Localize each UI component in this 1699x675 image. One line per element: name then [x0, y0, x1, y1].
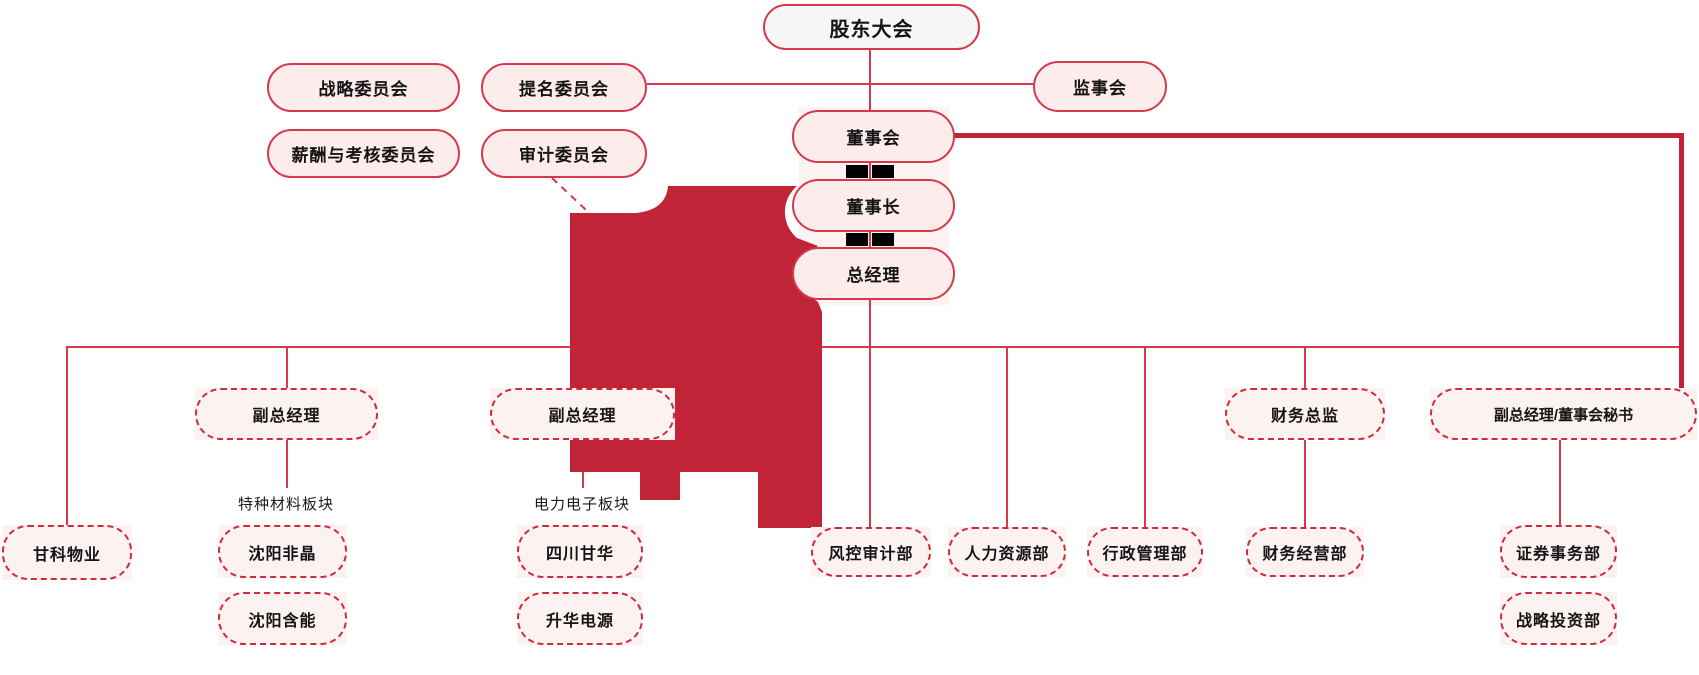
connector-line [1304, 440, 1306, 528]
connector-line [286, 440, 288, 488]
dashed-connector-line [551, 177, 649, 269]
section-label-power-electronics: 电力电子板块 [533, 496, 630, 513]
redaction-block [846, 233, 868, 246]
thick-connector-line [1679, 133, 1684, 388]
node-shareholders-meeting: 股东大会 [763, 4, 980, 50]
node-admin-dept: 行政管理部 [1087, 527, 1203, 577]
connector-line [1144, 346, 1146, 528]
redaction-block [872, 233, 894, 246]
thick-connector-line [948, 133, 1684, 138]
node-hr-dept: 人力资源部 [948, 527, 1066, 577]
connector-line [1559, 440, 1561, 526]
connector-line [869, 232, 871, 249]
connector-line [1304, 346, 1306, 389]
node-deputy-gm-1: 副总经理 [195, 388, 378, 440]
node-compensation-committee: 薪酬与考核委员会 [267, 129, 460, 178]
node-sichuan-ganhua: 四川甘华 [517, 525, 643, 578]
connector-line [582, 346, 584, 389]
redaction-block [846, 165, 868, 178]
node-general-manager: 总经理 [792, 247, 955, 300]
node-ganke-property: 甘科物业 [2, 525, 132, 580]
node-cfo: 财务总监 [1225, 388, 1385, 440]
section-label-special-materials: 特种材料板块 [237, 496, 334, 513]
redaction-block [872, 165, 894, 178]
node-securities-affairs-dept: 证券事务部 [1500, 525, 1617, 578]
node-supervisory-board: 监事会 [1033, 61, 1167, 112]
connector-line [1006, 346, 1008, 528]
node-finance-operations-dept: 财务经营部 [1246, 527, 1364, 577]
connector-line [66, 346, 68, 526]
node-deputy-gm-2: 副总经理 [490, 388, 675, 440]
node-strategic-investment-dept: 战略投资部 [1500, 592, 1617, 645]
connector-line [869, 346, 871, 528]
node-risk-audit-dept: 风控审计部 [811, 527, 931, 577]
node-nomination-committee: 提名委员会 [481, 63, 647, 112]
watermark-shape [570, 186, 822, 528]
node-board-of-directors: 董事会 [792, 110, 955, 163]
node-shenyang-hanneng: 沈阳含能 [218, 592, 347, 645]
connector-line [582, 440, 584, 488]
node-audit-committee: 审计委员会 [481, 129, 647, 178]
connector-line [66, 346, 1682, 348]
connector-line [286, 346, 288, 389]
node-shenghua-power: 升华电源 [517, 592, 643, 645]
connector-line [869, 300, 871, 348]
node-strategy-committee: 战略委员会 [267, 63, 460, 112]
node-shenyang-amorphous: 沈阳非晶 [218, 525, 347, 578]
connector-line [869, 163, 871, 181]
connector-line [647, 83, 1033, 85]
connector-line [869, 50, 871, 112]
node-chairman: 董事长 [792, 179, 955, 232]
node-deputy-gm-board-secretary: 副总经理/董事会秘书 [1430, 388, 1697, 440]
